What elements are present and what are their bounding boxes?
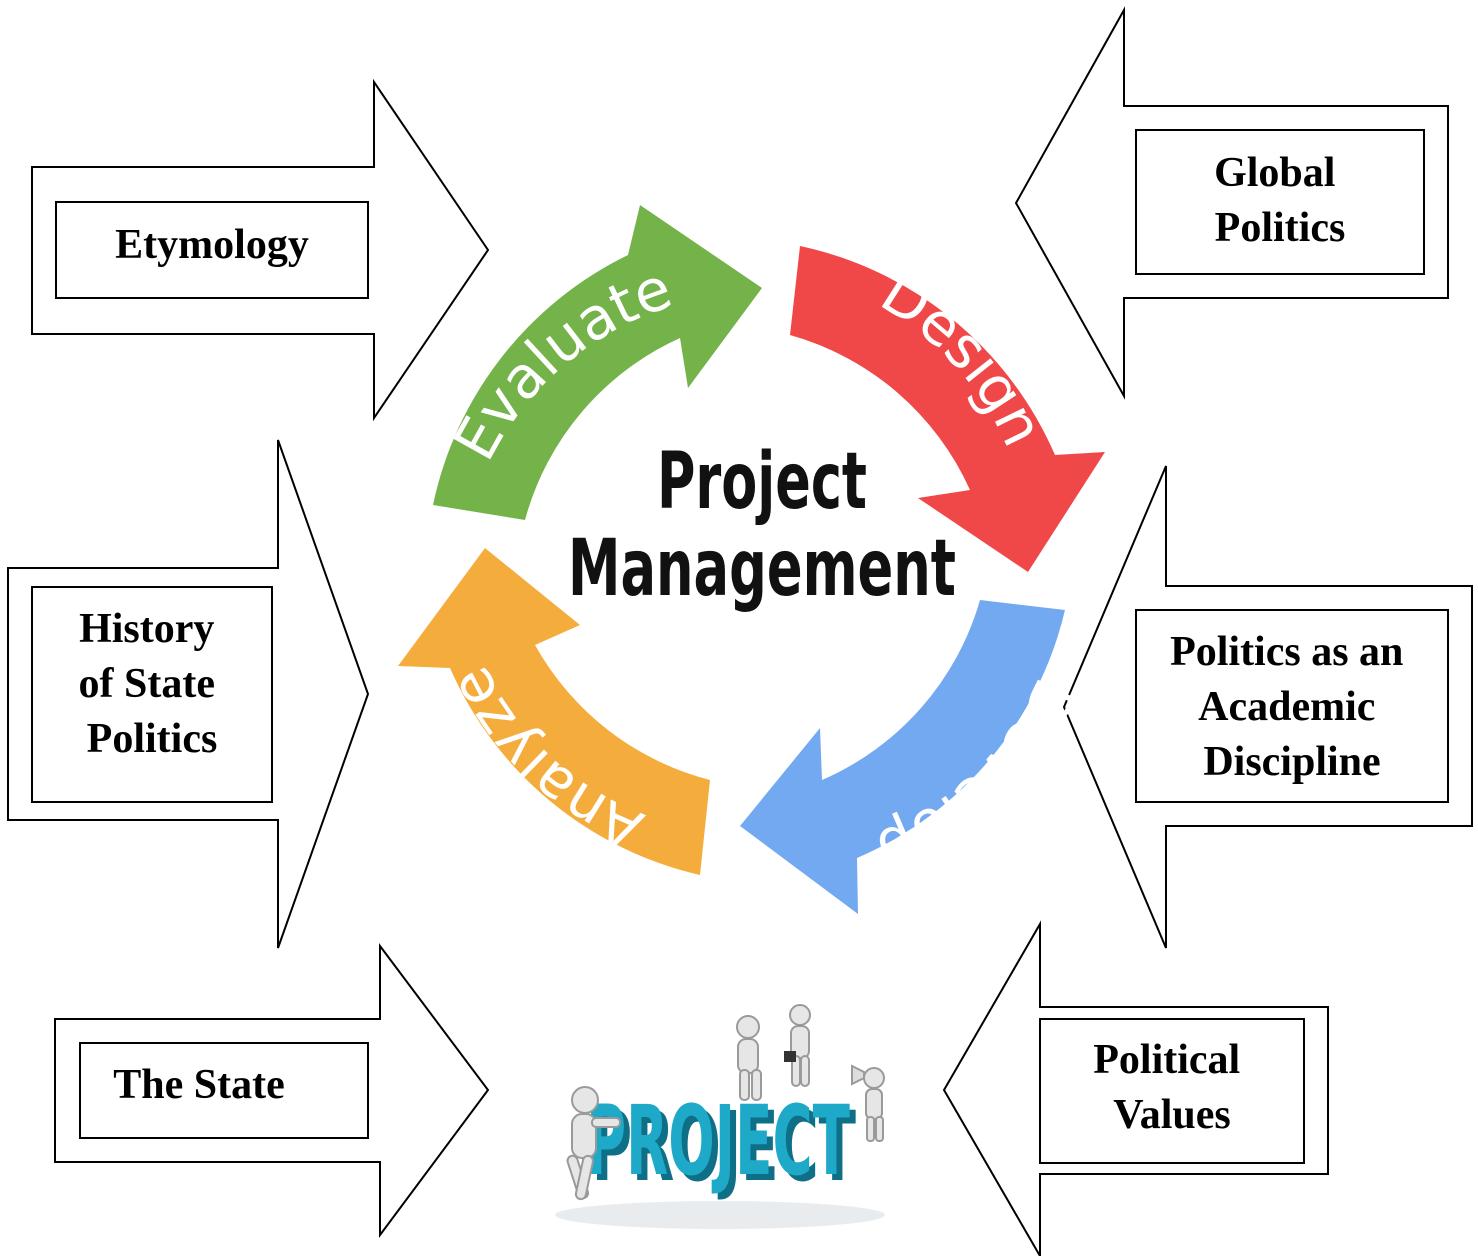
project-management-cycle: Evaluate Design Develop Analyze Project … (398, 205, 1105, 914)
topic-etymology: Etymology (31, 78, 490, 422)
topic-the-state: The State (54, 943, 490, 1239)
topic-label-line: Political (1093, 1037, 1240, 1083)
topic-label-line: Discipline (1203, 739, 1380, 785)
topic-global-politics: Global Politics (1014, 6, 1449, 400)
stick-figure-icon (736, 1015, 762, 1101)
evaluate-arrow (433, 205, 762, 520)
center-title-line1: Project (657, 437, 867, 527)
topic-label-line: Politics (1215, 205, 1346, 251)
svg-text:Politics as an Academic: Politics as an Academic Discipline (1170, 629, 1414, 785)
topic-label-line: The State (113, 1062, 285, 1108)
topic-label-line: of State (79, 661, 215, 707)
analyze-arrow (398, 548, 710, 875)
svg-text:Global Politics: Global Politics (1214, 150, 1346, 251)
topic-politics-as-academic-discipline: Politics as an Academic Discipline (1062, 465, 1473, 949)
topic-label-line: Global (1214, 150, 1335, 196)
label-box (1135, 129, 1425, 275)
label-box (55, 201, 369, 299)
illustration-shadow (555, 1201, 885, 1229)
label-box (1039, 1018, 1305, 1164)
topic-history-of-state-politics: History of State Politics (7, 439, 370, 949)
topic-label-line: Politics (87, 716, 218, 762)
topic-label-line: History (79, 606, 214, 652)
label-box (31, 586, 273, 803)
topic-political-values: Political Values (942, 920, 1329, 1256)
project-illustration: PROJECT PROJECT (555, 1004, 885, 1229)
stick-figure-icon (784, 1004, 811, 1087)
project-word: PROJECT (586, 1085, 850, 1197)
topic-label-line: Politics as an (1170, 629, 1403, 675)
svg-text:The State: The State (113, 1062, 285, 1108)
megaphone-icon (851, 1064, 885, 1142)
label-box (1135, 609, 1449, 803)
project-word-shadow: PROJECT (592, 1091, 856, 1203)
develop-arrow (740, 600, 1065, 914)
design-arrow (790, 246, 1105, 572)
center-title-line2: Management (568, 524, 956, 614)
topic-label-line: Academic (1198, 684, 1375, 730)
topic-label-line: Values (1113, 1092, 1231, 1138)
label-box (79, 1042, 369, 1139)
topic-label-line: Etymology (115, 222, 309, 268)
svg-text:History of State P: History of State Politics (79, 606, 226, 762)
stick-figure-icon (566, 1086, 621, 1201)
svg-text:Political Values: Political Values (1093, 1037, 1250, 1138)
svg-text:Etymology: Etymology (115, 222, 309, 268)
